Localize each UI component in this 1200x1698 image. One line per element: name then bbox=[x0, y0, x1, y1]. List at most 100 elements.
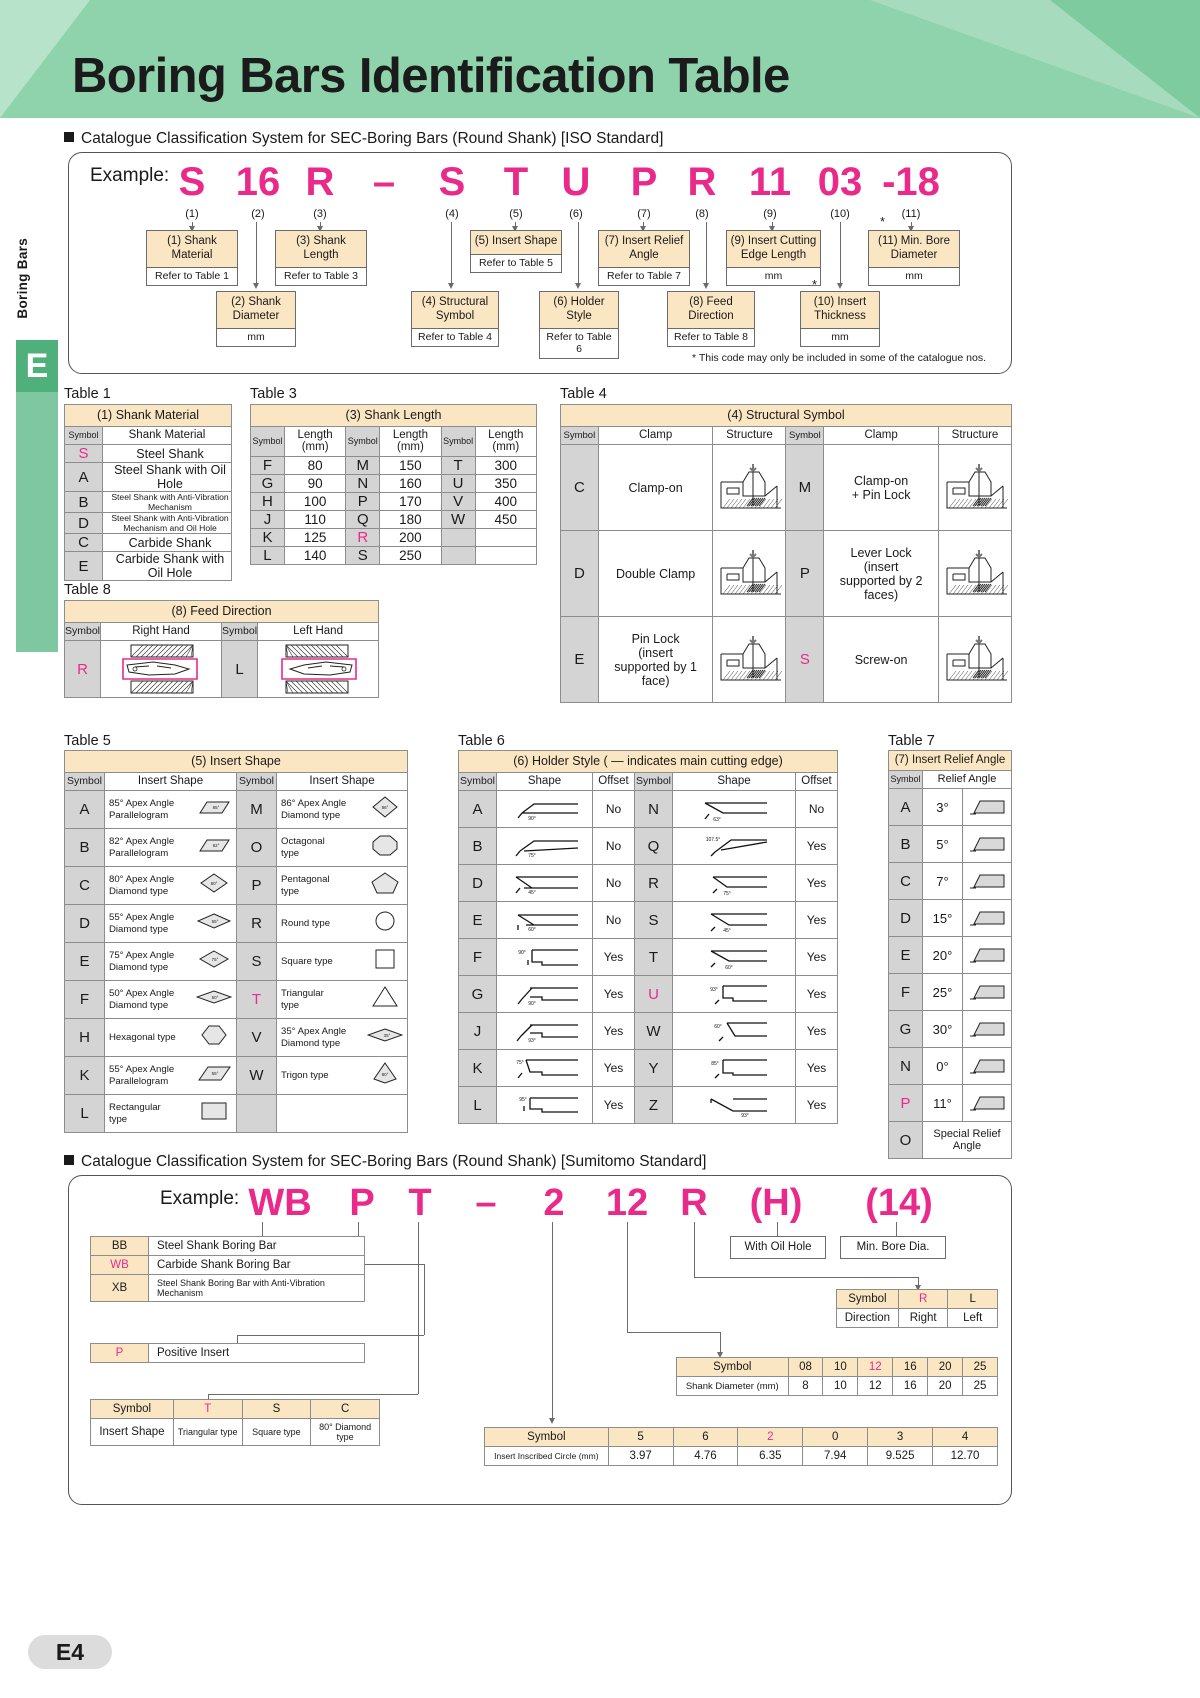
structure-diagram bbox=[938, 444, 1012, 531]
callout-title: (8) Feed Direction bbox=[668, 292, 754, 329]
ic-header-4: 0 bbox=[802, 1427, 869, 1447]
symbol-cell: D bbox=[458, 864, 497, 902]
callout-sub: Refer to Table 4 bbox=[412, 329, 498, 346]
relief-angle-cell: 25° bbox=[922, 973, 963, 1011]
code-num-9: (9) bbox=[763, 208, 777, 220]
length-cell: 350 bbox=[474, 474, 538, 493]
symbol-cell: R bbox=[236, 904, 277, 943]
symbol-cell: E bbox=[560, 616, 599, 703]
code-char-11: -18 bbox=[882, 160, 940, 204]
code-num-7: (7) bbox=[637, 208, 651, 220]
holder-shape-icon-W: 60° bbox=[672, 1012, 796, 1050]
symbol-cell: R bbox=[634, 864, 673, 902]
symbol-cell: E bbox=[64, 551, 103, 581]
clamp-cell: Clamp-on+ Pin Lock bbox=[823, 444, 939, 531]
relief-angle-icon bbox=[962, 788, 1012, 826]
offset-cell: No bbox=[592, 827, 635, 865]
symbol-cell: P bbox=[888, 1084, 923, 1122]
table-row: (4) Structural Symbol bbox=[560, 404, 1012, 427]
diameter-header-3: 12 bbox=[857, 1357, 894, 1377]
length-cell: 125 bbox=[283, 528, 347, 547]
relief-angle-cell: 20° bbox=[922, 936, 963, 974]
length-cell: 170 bbox=[379, 492, 442, 511]
callout-sub: Refer to Table 7 bbox=[599, 268, 689, 285]
holder-shape-icon-N: 63° bbox=[672, 790, 796, 828]
code-char-6: U bbox=[561, 160, 591, 204]
leader-12-arrow bbox=[716, 1352, 723, 1358]
length-cell: 400 bbox=[474, 492, 538, 511]
callout-sub: Refer to Table 1 bbox=[147, 268, 237, 285]
svg-text:55°: 55° bbox=[212, 919, 219, 924]
arrow-3 bbox=[316, 226, 323, 232]
symbol-cell: A bbox=[64, 462, 103, 492]
col-header-symbol-0: Symbol bbox=[560, 426, 599, 445]
svg-text:95°: 95° bbox=[519, 1097, 527, 1103]
code-char-1: S bbox=[178, 160, 206, 204]
length-cell: 300 bbox=[474, 456, 538, 475]
ic-header-6: 4 bbox=[932, 1427, 998, 1447]
symbol-cell: W bbox=[634, 1012, 673, 1050]
symbol-cell: B bbox=[888, 825, 923, 863]
sum-code-1: WB bbox=[248, 1182, 312, 1224]
callout-insert-relief-angle: (7) Insert Relief Angle Refer to Table 7 bbox=[598, 230, 690, 286]
symbol-cell: M bbox=[236, 790, 277, 829]
offset-cell: No bbox=[592, 901, 635, 939]
table1-label: Table 1 bbox=[64, 386, 111, 402]
symbol-cell: C bbox=[560, 444, 599, 531]
col-header-symbol: Symbol bbox=[888, 770, 923, 789]
col-header-0: Symbol bbox=[458, 772, 497, 791]
callout-sub: mm bbox=[217, 329, 295, 346]
leader-12-h bbox=[627, 1332, 720, 1333]
holder-shape-icon-D: 45° bbox=[496, 864, 593, 902]
col-header-3: Symbol bbox=[634, 772, 673, 791]
relief-angle-cell: 30° bbox=[922, 1010, 963, 1048]
insert-shape-icon-parallelogram-55: 55° bbox=[196, 1060, 232, 1091]
insert-shape-icon-rectangle bbox=[196, 1098, 232, 1129]
ic-value-1: 3.97 bbox=[607, 1446, 674, 1466]
insert-shape-icon-hexagon bbox=[196, 1022, 232, 1053]
relief-angle-cell: 0° bbox=[922, 1047, 963, 1085]
symbol-cell: S bbox=[345, 546, 381, 565]
svg-text:75°: 75° bbox=[528, 853, 536, 859]
leader-r-h bbox=[694, 1277, 918, 1278]
insert-shape-icon-diamond-86: 86° bbox=[367, 794, 403, 825]
relief-angle-cell: 3° bbox=[922, 788, 963, 826]
page-banner bbox=[0, 0, 1200, 118]
svg-text:60°: 60° bbox=[714, 1024, 722, 1030]
symbol-cell: S bbox=[64, 444, 103, 463]
material-cell: Carbide Shank with Oil Hole bbox=[102, 551, 232, 581]
symbol-cell: Y bbox=[634, 1049, 673, 1087]
svg-text:63°: 63° bbox=[713, 817, 721, 823]
relief-angle-icon bbox=[962, 825, 1012, 863]
side-tab-letter: E bbox=[16, 340, 58, 392]
col-header-length: Length (mm) bbox=[283, 426, 347, 457]
svg-text:85°: 85° bbox=[213, 805, 220, 810]
table-band: (3) Shank Length bbox=[250, 404, 537, 427]
leader-t-h bbox=[208, 1394, 418, 1395]
clamp-cell: Double Clamp bbox=[597, 530, 714, 617]
table-row: (7) Insert Relief Angle bbox=[888, 750, 1012, 771]
direction-header-1: R bbox=[897, 1289, 949, 1309]
symbol-cell: N bbox=[345, 474, 381, 493]
leader-12-v2 bbox=[720, 1332, 721, 1356]
length-cell: 110 bbox=[283, 510, 347, 529]
table-band: (6) Holder Style ( — indicates main cutt… bbox=[458, 750, 838, 773]
svg-text:86°: 86° bbox=[382, 805, 389, 810]
